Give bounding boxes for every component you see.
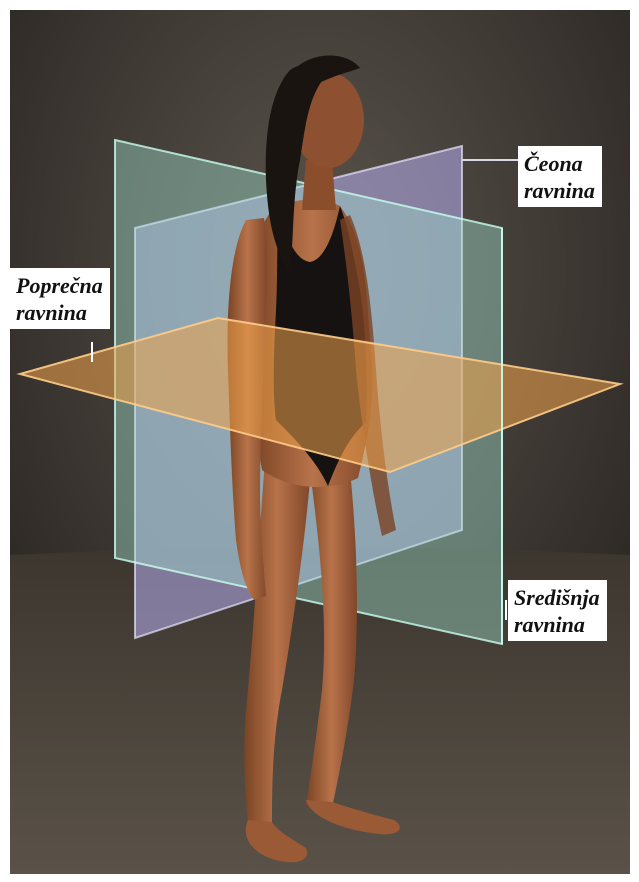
transverse-label-line2: ravnina [16,299,103,326]
coronal-label-line2: ravnina [524,177,595,204]
sagittal-plane-label: Središnja ravnina [508,580,607,641]
sagittal-label-line1: Središnja [514,584,600,611]
transverse-label-line1: Poprečna [16,272,103,299]
coronal-label-line1: Čeona [524,150,595,177]
coronal-plane-label: Čeona ravnina [518,146,602,207]
transverse-plane-label: Poprečna ravnina [10,268,110,329]
sagittal-label-line2: ravnina [514,611,600,638]
anatomical-planes-figure [10,10,630,874]
